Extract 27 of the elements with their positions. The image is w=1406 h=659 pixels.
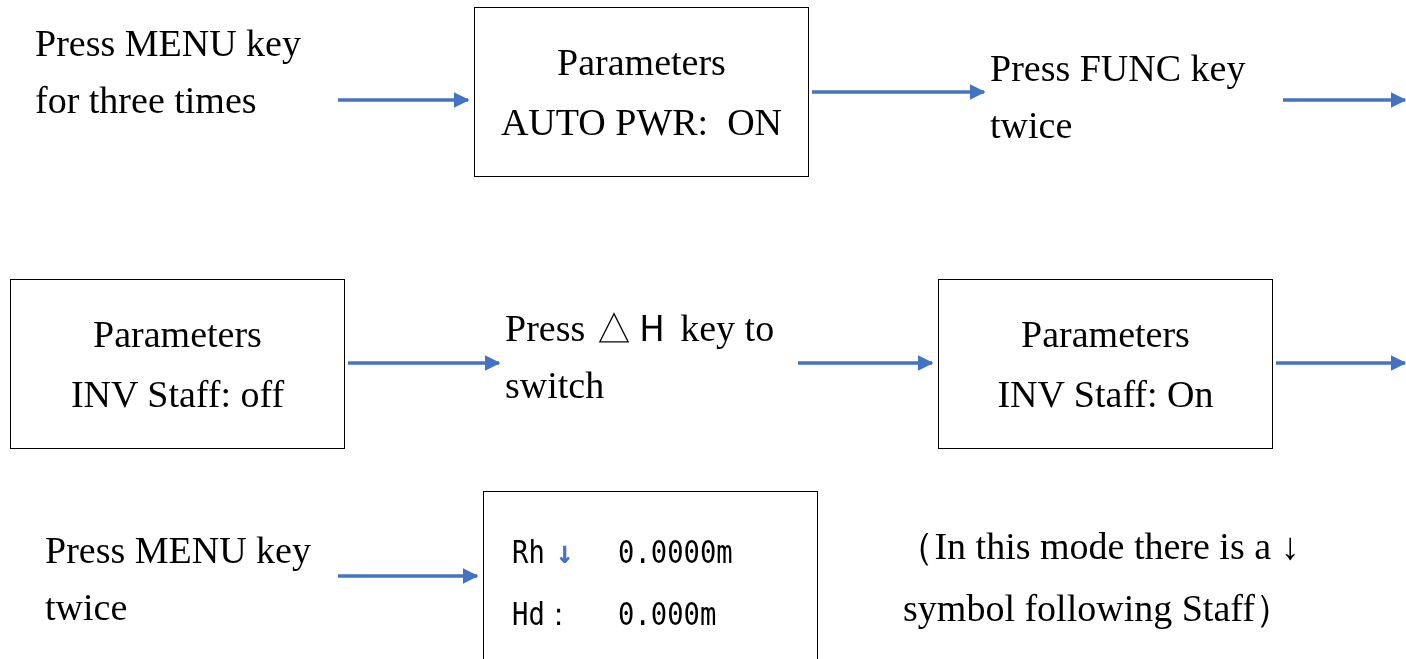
screen-title: Parameters bbox=[557, 40, 726, 85]
display-box bbox=[474, 7, 809, 177]
field-value: 0.000m bbox=[618, 594, 717, 634]
instruction-text: Press △Ｈ key to switch bbox=[505, 306, 776, 408]
field-label: Rh bbox=[512, 532, 545, 572]
arrow bbox=[1276, 355, 1406, 371]
down-arrow-symbol: ↓ bbox=[556, 532, 574, 572]
note-text: （In this mode there is a ↓ symbol following Staff） bbox=[895, 524, 1301, 631]
screen-title: Parameters bbox=[1021, 312, 1190, 357]
setting-text: INV Staff: On bbox=[997, 372, 1214, 417]
arrow bbox=[812, 84, 986, 100]
display-box bbox=[938, 279, 1273, 449]
field-label: Hd： bbox=[512, 594, 572, 634]
arrow bbox=[348, 355, 501, 371]
arrow bbox=[1283, 92, 1406, 108]
display-box bbox=[483, 491, 818, 659]
display-box bbox=[10, 279, 345, 449]
arrow bbox=[338, 92, 470, 108]
instruction-text: Press MENU key twice bbox=[45, 528, 312, 630]
arrow bbox=[798, 355, 934, 371]
field-value: 0.0000m bbox=[618, 532, 733, 572]
instruction-text: Press MENU key for three times bbox=[35, 21, 302, 123]
setting-text: INV Staff: off bbox=[70, 372, 285, 417]
arrow bbox=[338, 568, 479, 584]
screen-title: Parameters bbox=[93, 312, 262, 357]
setting-text: AUTO PWR: ON bbox=[500, 100, 783, 145]
instruction-text: Press FUNC key twice bbox=[990, 46, 1247, 148]
